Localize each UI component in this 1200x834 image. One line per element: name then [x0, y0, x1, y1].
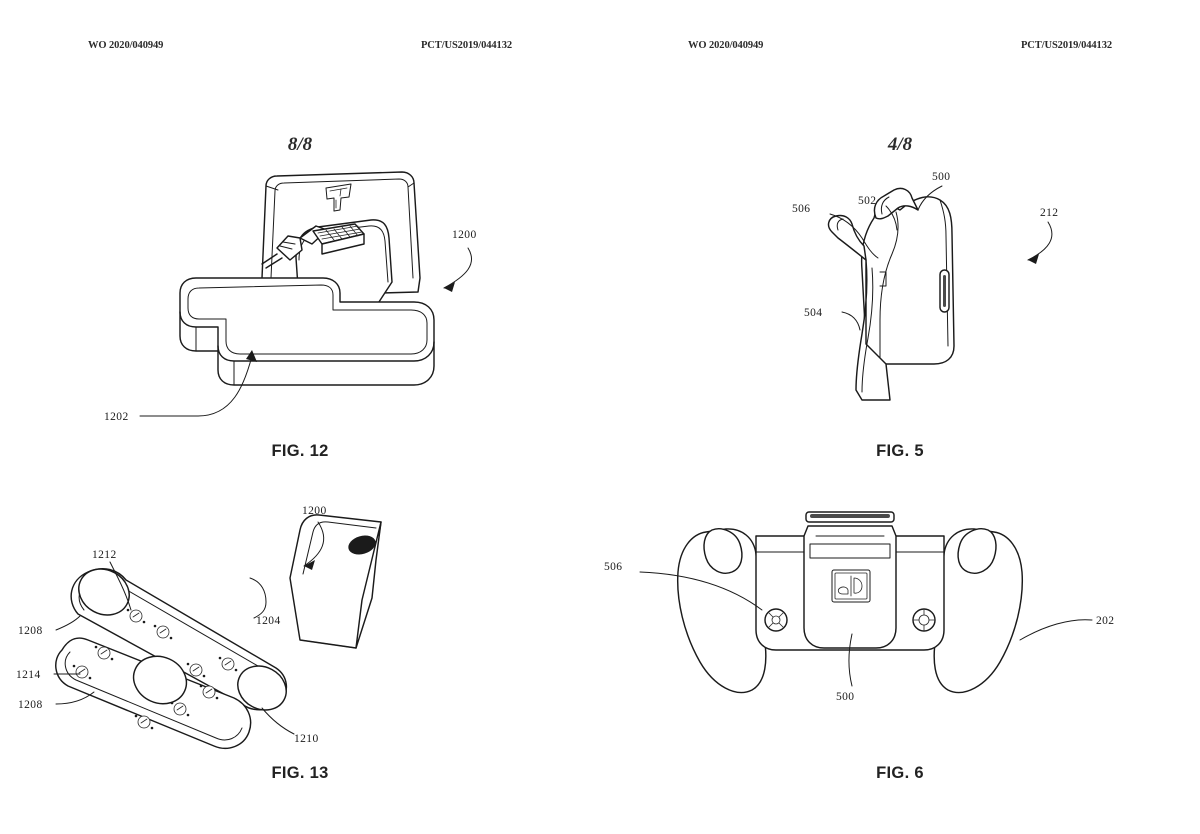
figure-13-svg: 1212 1200 1204 1208 1214 1208: [16, 505, 382, 750]
upper-clip-arm: [873, 187, 919, 220]
patent-sheet-left: WO 2020/040949 PCT/US2019/044132 8/8: [0, 40, 600, 782]
application-number-right: PCT/US2019/044132: [1020, 40, 1112, 51]
figure-13-drawing: 1212 1200 1204 1208 1214 1208: [0, 500, 600, 760]
lead-line-506: [829, 213, 879, 259]
controller-right-round-button: [912, 608, 936, 632]
lead-line-1208-lower: [55, 691, 95, 705]
lead-line-506-fig6: [639, 571, 763, 611]
ref-numeral-500-fig6: 500: [836, 691, 854, 703]
sheet-number-right: 4/8: [887, 134, 913, 155]
contact-pad: [218, 656, 238, 672]
ref-numeral-1208-upper: 1208: [18, 625, 43, 637]
figure-6-caption: FIG. 6: [876, 764, 924, 782]
ref-numeral-1200-fig13: 1200: [302, 505, 327, 517]
figure-12-drawing: 1200 1202: [0, 160, 600, 430]
device-sensor-pad: [348, 535, 376, 555]
contact-pad: [153, 624, 173, 640]
lead-line-1210: [261, 707, 295, 735]
controller-left-round-button: [764, 608, 788, 632]
lead-line-1208-upper: [55, 615, 81, 631]
ref-numeral-502: 502: [858, 195, 876, 207]
controller-right-trigger: [957, 528, 997, 574]
figure-5-drawing: 500 502 506 504 212: [600, 160, 1200, 430]
lead-line-1212: [109, 561, 132, 611]
contact-pad: [126, 608, 146, 624]
contact-pad: [170, 701, 190, 717]
dock-base-side-wall: [179, 311, 435, 386]
attachment-rail-slot: [939, 269, 950, 313]
playstation-logo-icon: [831, 569, 871, 603]
dock-connector-block: [312, 223, 365, 255]
lead-line-1200: [443, 247, 473, 292]
dock-emblem-icon: [325, 183, 352, 212]
ref-numeral-1210: 1210: [294, 733, 319, 745]
ref-numeral-1204: 1204: [256, 615, 281, 627]
ref-numeral-1200: 1200: [452, 229, 477, 241]
contact-pad: [134, 714, 154, 730]
docked-device-body: [289, 514, 382, 649]
contact-pad: [199, 684, 219, 700]
upper-plate-apertures: [78, 568, 287, 711]
application-number-left: PCT/US2019/044132: [420, 40, 512, 51]
attachment-inner-contour: [879, 199, 949, 365]
figure-12-svg: 1200 1202: [104, 171, 477, 423]
page-header-right: WO 2020/040949 PCT/US2019/044132: [600, 40, 1200, 58]
ref-numeral-1202: 1202: [104, 411, 129, 423]
grip-leg-profile: [855, 259, 891, 401]
lower-plate-aperture: [132, 655, 188, 705]
ref-numeral-1212: 1212: [92, 549, 117, 561]
ref-numeral-506-fig6: 506: [604, 561, 622, 573]
lead-line-202: [1019, 619, 1093, 641]
ref-numeral-1214: 1214: [16, 669, 41, 681]
contact-pad: [94, 645, 114, 661]
controller-left-trigger: [703, 528, 743, 574]
publication-number-right: WO 2020/040949: [688, 40, 764, 51]
figure-5-caption: FIG. 5: [876, 442, 924, 460]
ref-numeral-212: 212: [1040, 207, 1058, 219]
lead-line-1204: [249, 577, 267, 619]
lead-line-500: [917, 185, 943, 211]
figure-5-svg: 500 502 506 504 212: [792, 171, 1058, 401]
lead-line-502: [885, 205, 898, 231]
ref-numeral-504: 504: [804, 307, 822, 319]
figure-6-svg: 506 500 202: [604, 511, 1114, 703]
contact-pad-cluster: [72, 608, 238, 730]
controller-top-connector-bar: [805, 511, 895, 523]
lead-line-1200-fig13: [303, 521, 325, 570]
figure-13-caption: FIG. 13: [271, 764, 329, 782]
contact-pad: [186, 662, 206, 678]
ref-numeral-202: 202: [1096, 615, 1114, 627]
ref-numeral-500: 500: [932, 171, 950, 183]
lead-line-1202: [139, 350, 257, 417]
figure-12-caption: FIG. 12: [271, 442, 329, 460]
sheet-number-left: 8/8: [287, 134, 313, 155]
publication-number-left: WO 2020/040949: [88, 40, 164, 51]
contact-pad: [72, 664, 92, 680]
patent-sheet-right: WO 2020/040949 PCT/US2019/044132 4/8: [600, 0, 1200, 834]
lead-line-504: [841, 311, 861, 331]
ref-numeral-506: 506: [792, 203, 810, 215]
lead-line-500-fig6: [848, 633, 853, 687]
attachment-side-notch: [879, 271, 887, 287]
page-header-left: WO 2020/040949 PCT/US2019/044132: [0, 40, 600, 58]
lead-line-212: [1027, 221, 1053, 264]
figure-6-drawing: 506 500 202: [600, 500, 1200, 760]
ref-numeral-1208-lower: 1208: [18, 699, 43, 711]
